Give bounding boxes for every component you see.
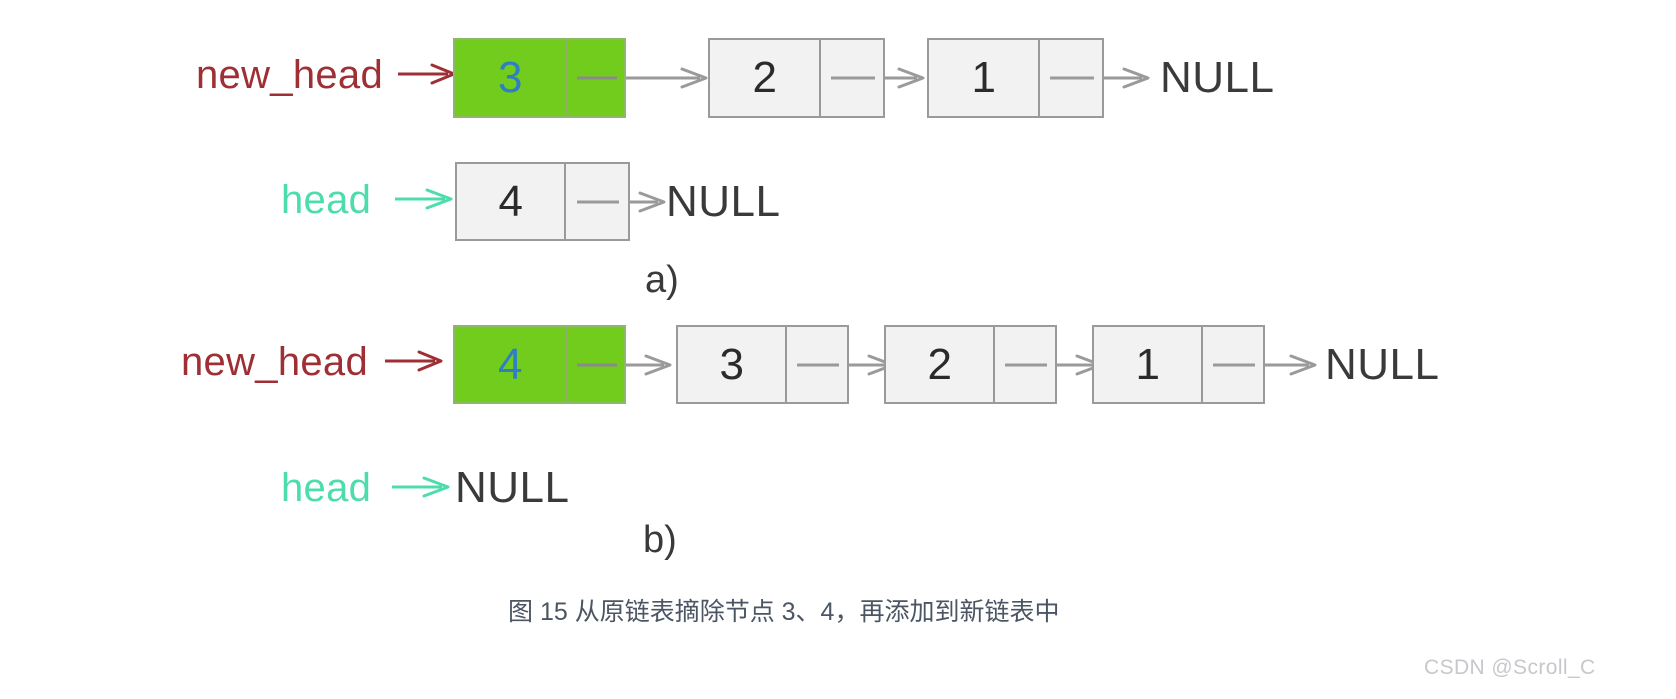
link-arrow-a1-2 [1104,67,1150,89]
next-stub-icon [577,200,620,203]
next-stub-icon [576,76,617,80]
node-value-b1-0: 4 [497,339,523,389]
null-terminator-a2: NULL [666,177,781,226]
pointer-label-new-head-b: new_head [181,340,369,384]
node-a1-2: 1 [927,38,1104,118]
node-b1-3: 1 [1092,325,1265,404]
figure-caption: 图 15 从原链表摘除节点 3、4，再添加到新链表中 [508,598,1060,626]
next-stub-icon [1005,363,1048,366]
null-terminator-a1: NULL [1160,53,1275,102]
pointer-arrow-new-head-b [385,350,443,372]
node-value-b1-2: 2 [927,339,952,389]
next-stub-icon [1050,76,1095,80]
node-next-cell-a1-0 [565,40,624,116]
link-arrow-b1-0 [626,354,672,376]
sub-caption-a: a) [645,259,679,301]
next-stub-icon [576,363,617,366]
node-next-cell-b1-3 [1201,327,1263,402]
link-arrow-a1-1 [885,67,925,89]
pointer-label-new-head-a: new_head [196,53,384,97]
node-value-a1-0: 3 [497,53,523,102]
node-next-cell-a2-0 [564,164,628,239]
node-value-b1-1: 3 [719,339,744,389]
pointer-arrow-new-head-a [398,63,456,85]
sub-caption-b: b) [643,519,677,561]
next-stub-icon [1213,363,1256,366]
pointer-arrow-head-a [395,188,453,210]
null-terminator-b2: NULL [455,463,570,512]
node-value-b1-3: 1 [1135,339,1160,389]
node-a1-0: 3 [453,38,626,118]
link-arrow-a1-0 [626,67,708,89]
next-stub-icon [797,363,840,366]
link-arrow-a2-0 [628,191,666,213]
node-next-cell-b1-1 [785,327,847,402]
node-b1-2: 2 [884,325,1057,404]
node-next-cell-b1-0 [565,327,624,402]
node-next-cell-a1-2 [1038,40,1102,116]
next-stub-icon [831,76,876,80]
node-b1-0: 4 [453,325,626,404]
link-arrow-b1-3 [1265,354,1317,376]
node-a1-1: 2 [708,38,885,118]
pointer-arrow-head-b [392,476,450,498]
node-value-a2-0: 4 [498,176,523,226]
null-terminator-b1: NULL [1325,340,1440,389]
node-b1-1: 3 [676,325,849,404]
node-next-cell-b1-2 [993,327,1055,402]
node-next-cell-a1-1 [819,40,883,116]
csdn-watermark: CSDN @Scroll_C [1424,656,1596,679]
pointer-label-head-a: head [281,178,372,222]
node-a2-0: 4 [455,162,630,241]
node-value-a1-2: 1 [971,53,996,102]
node-value-a1-1: 2 [752,53,777,102]
pointer-label-head-b: head [281,466,372,510]
